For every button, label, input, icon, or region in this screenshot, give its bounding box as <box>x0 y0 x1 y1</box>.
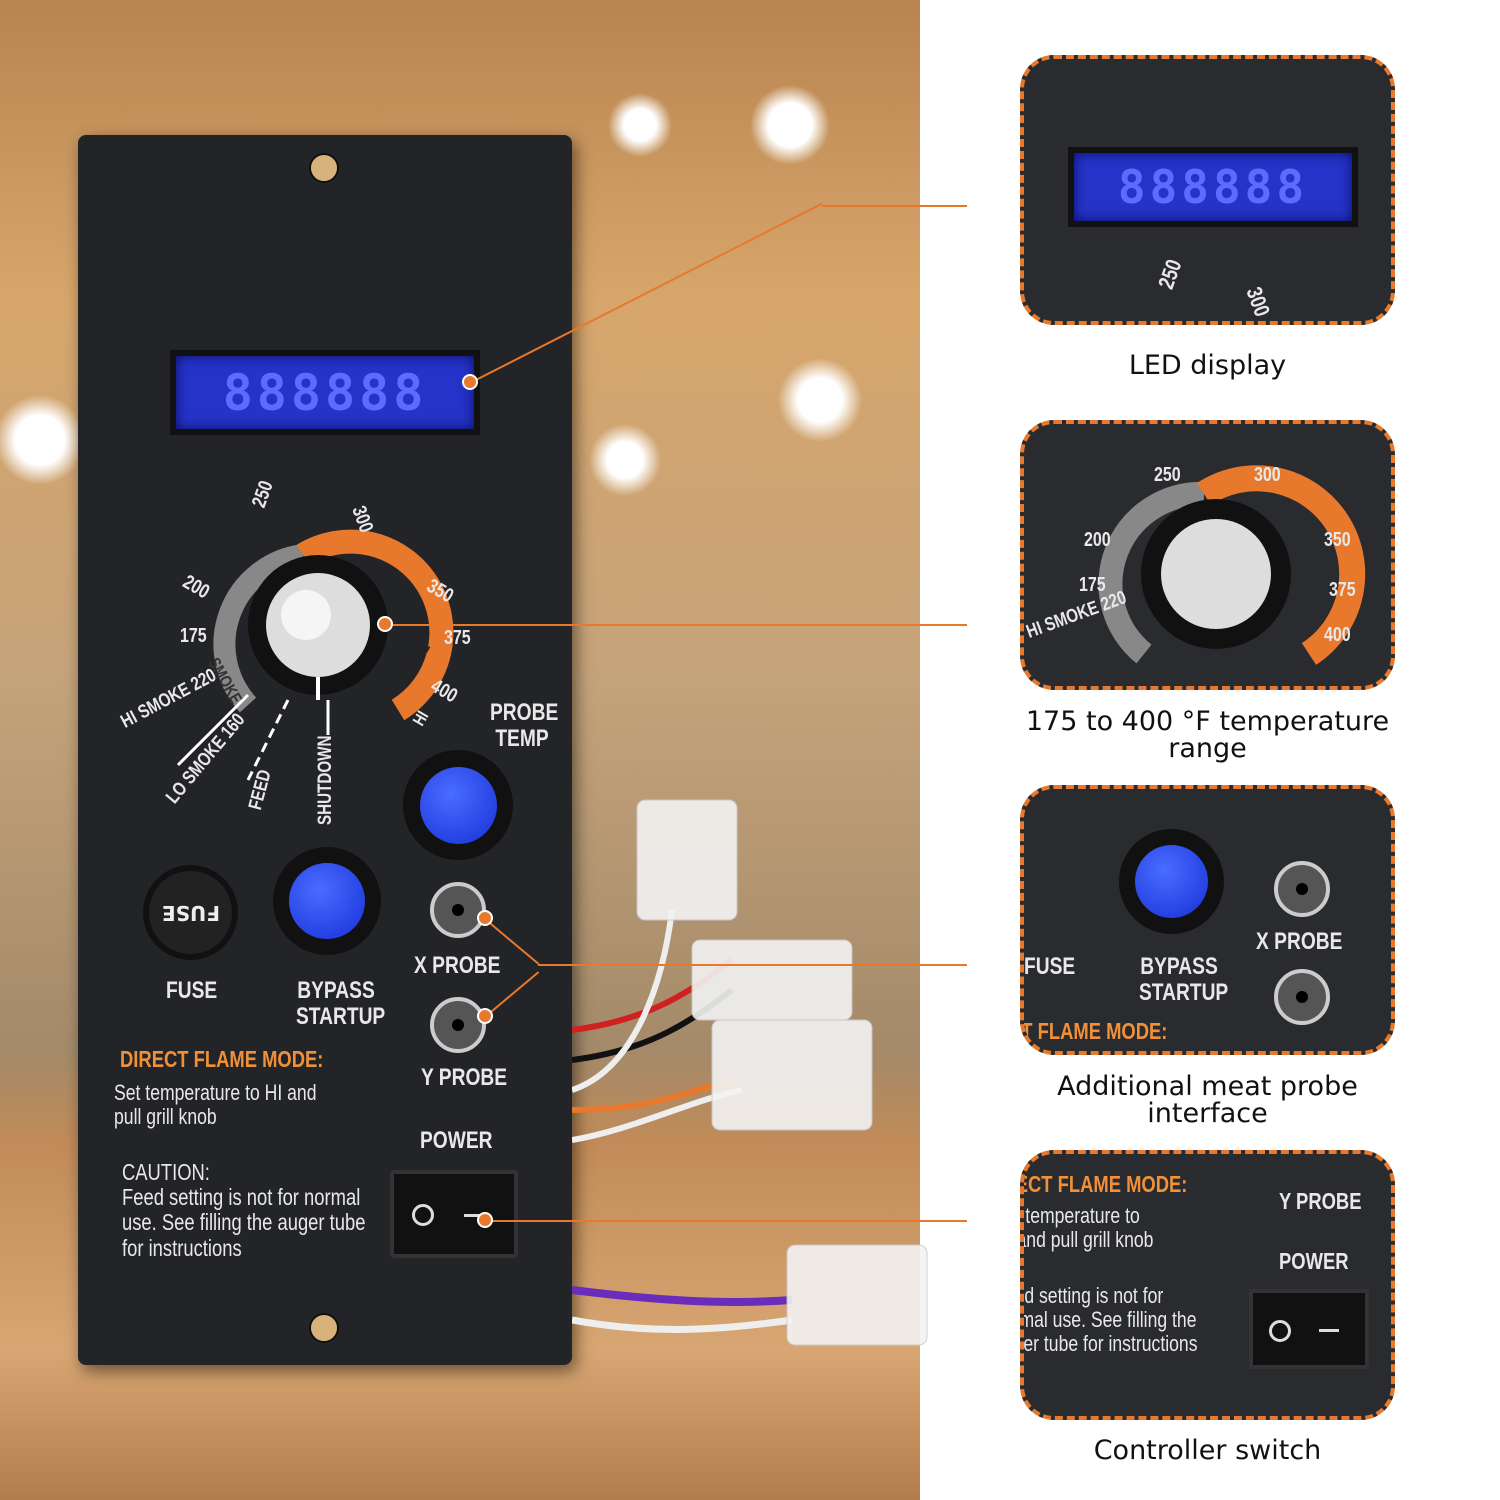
fuse-cap-text: FUSE <box>161 900 220 925</box>
x-probe-label: X PROBE <box>414 952 501 979</box>
grill-arc <box>296 529 454 721</box>
tick-200: 200 <box>1084 529 1111 551</box>
lcd-closeup: 888888 <box>1068 147 1358 227</box>
caption-controller-switch: Controller switch <box>1093 1435 1322 1466</box>
probe-temp-button[interactable] <box>403 750 513 860</box>
tick-300: 300 <box>1241 283 1275 320</box>
mount-hole <box>309 1313 339 1343</box>
caution-text: Feed setting is not for normal use. See … <box>122 1184 366 1261</box>
knob-icon <box>1161 519 1271 629</box>
caption-probe-interface: Additional meat probe interface <box>1057 1071 1358 1129</box>
smoke-arc <box>213 544 305 713</box>
bypass-startup-label: BYPASS STARTUP <box>296 977 386 1031</box>
caution-title: CAUTION: <box>122 1159 210 1185</box>
direct-flame-text: Set temperature to HI and pull grill kno… <box>1024 1203 1154 1253</box>
callout-line-lcd <box>822 205 967 207</box>
y-probe-label: Y PROBE <box>421 1064 508 1091</box>
power-label: POWER <box>420 1127 493 1154</box>
mount-hole <box>309 153 339 183</box>
caption-temperature-range: 175 to 400 °F temperature range <box>1025 706 1390 764</box>
y-probe-jack-closeup <box>1274 969 1330 1025</box>
controller-panel: 888888 250 300 200 175 350 375 400 HI SM… <box>78 135 572 1365</box>
lcd-display: 888888 <box>170 350 480 435</box>
y-probe-label: Y PROBE <box>1279 1188 1362 1214</box>
power-switch-closeup <box>1249 1289 1369 1369</box>
direct-flame-title: DIRECT FLAME MODE: <box>1024 1171 1188 1197</box>
fuse-label: FUSE <box>166 977 218 1004</box>
callout-box-probe-interface: FUSE BYPASS STARTUP X PROBE DIRECT FLAME… <box>1020 785 1395 1055</box>
fuse-holder[interactable]: FUSE <box>143 865 238 960</box>
tick-400: 400 <box>1324 624 1351 646</box>
temperature-dial[interactable] <box>138 475 518 835</box>
callout-box-controller-switch: DIRECT FLAME MODE: Set temperature to HI… <box>1020 1150 1395 1420</box>
callout-line-dial <box>385 624 967 626</box>
callout-dot <box>477 910 493 926</box>
callout-box-led-display: 888888 250 300 <box>1020 55 1395 325</box>
probe-temp-label: PROBE TEMP <box>490 699 559 753</box>
callout-dot <box>462 374 478 390</box>
direct-flame-title: DIRECT FLAME MODE: <box>120 1046 324 1072</box>
power-label: POWER <box>1279 1248 1349 1274</box>
wiring-harness <box>572 799 928 1346</box>
tick-250: 250 <box>1153 256 1187 293</box>
power-switch[interactable] <box>390 1170 518 1258</box>
y-probe-jack[interactable] <box>430 997 486 1053</box>
tick-350: 350 <box>1324 529 1351 551</box>
x-probe-label: X PROBE <box>1256 928 1343 955</box>
caution-text: Feed setting is not for normal use. See … <box>1020 1283 1198 1357</box>
direct-flame-text: Set temperature to HI and pull grill kno… <box>114 1080 317 1130</box>
tick-175: 175 <box>1079 574 1106 596</box>
callout-line-probe <box>538 964 967 966</box>
tick-175: 175 <box>180 625 207 647</box>
bypass-startup-button[interactable] <box>273 847 381 955</box>
callout-line-switch <box>485 1220 967 1222</box>
tick-250: 250 <box>1154 464 1181 486</box>
fuse-label: FUSE <box>1024 953 1076 980</box>
x-probe-jack[interactable] <box>430 882 486 938</box>
bypass-button-closeup <box>1119 829 1224 934</box>
tick-375: 375 <box>1329 579 1356 601</box>
callout-dot <box>477 1212 493 1228</box>
callout-dot <box>477 1008 493 1024</box>
tick-375: 375 <box>444 627 471 649</box>
bypass-label: BYPASS STARTUP <box>1139 953 1229 1007</box>
caption-led-display: LED display <box>1128 350 1287 381</box>
direct-flame-title: DIRECT FLAME MODE: <box>1021 1018 1168 1044</box>
tick-300: 300 <box>1254 464 1281 486</box>
shutdown-label: SHUTDOWN <box>315 735 336 825</box>
callout-dot <box>377 616 393 632</box>
x-probe-jack-closeup <box>1274 861 1330 917</box>
callout-box-temperature-range: 200 175 HI SMOKE 220 250 300 350 375 400 <box>1020 420 1395 690</box>
